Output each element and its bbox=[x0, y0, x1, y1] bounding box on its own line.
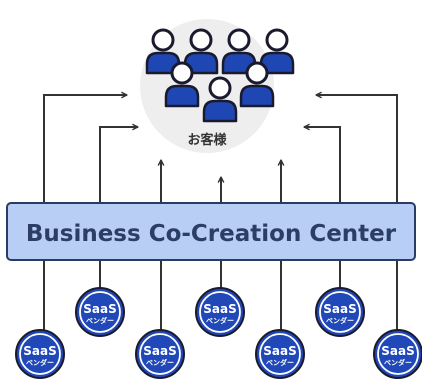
vendor-label-saas: SaaS bbox=[23, 344, 56, 358]
person-icon bbox=[239, 61, 275, 108]
people-group-icon bbox=[145, 28, 295, 123]
person-icon bbox=[183, 28, 219, 75]
vendor-label-saas: SaaS bbox=[143, 344, 176, 358]
vendor-label-saas: SaaS bbox=[323, 302, 356, 316]
vendor-label-saas: SaaS bbox=[381, 344, 414, 358]
vendor-label-saas: SaaS bbox=[203, 302, 236, 316]
vendor-label-vendor: ベンダー bbox=[26, 358, 54, 367]
customers-label: お客様 bbox=[187, 132, 227, 148]
vendor-label-vendor: ベンダー bbox=[326, 316, 354, 325]
vendor-label-vendor: ベンダー bbox=[146, 358, 174, 367]
vendor-list: SaaSベンダーSaaSベンダーSaaSベンダーSaaSベンダーSaaSベンダー… bbox=[15, 287, 422, 379]
arrow-right-inner bbox=[304, 127, 341, 202]
vendor-label-saas: SaaS bbox=[263, 344, 296, 358]
arrow-left-outer bbox=[43, 95, 127, 202]
vendor-label-vendor: ベンダー bbox=[206, 316, 234, 325]
person-icon bbox=[164, 61, 200, 108]
band-label: Business Co-Creation Center bbox=[26, 221, 397, 247]
arrow-right-outer bbox=[316, 95, 398, 202]
vendor-label-saas: SaaS bbox=[83, 302, 116, 316]
vendor-label-vendor: ベンダー bbox=[266, 358, 294, 367]
arrow-left-inner bbox=[99, 127, 138, 202]
person-icon bbox=[202, 76, 238, 123]
business-center-band bbox=[6, 202, 416, 261]
person-icon bbox=[259, 28, 295, 75]
vendor-label-vendor: ベンダー bbox=[86, 316, 114, 325]
person-icon bbox=[145, 28, 181, 75]
vendor-label-vendor: ベンダー bbox=[384, 358, 412, 367]
connector-arrows bbox=[43, 95, 398, 330]
